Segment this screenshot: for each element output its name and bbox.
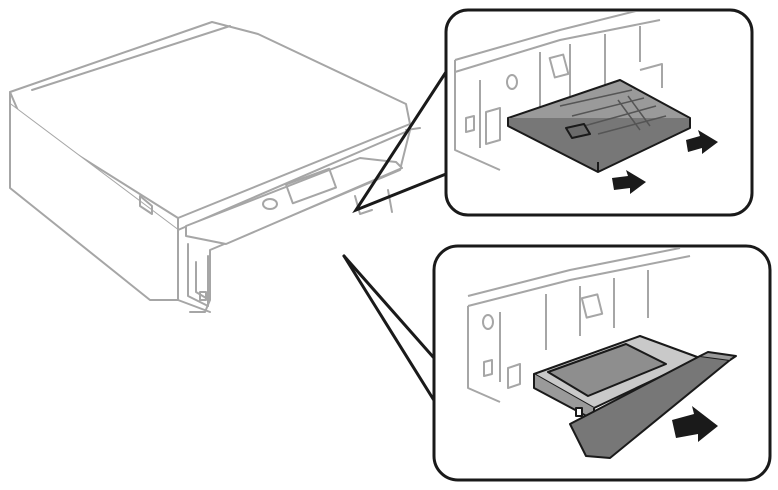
callout-bottom (432, 244, 772, 482)
panel-button (262, 198, 278, 210)
paper-stack (547, 343, 667, 397)
cassette-front-cover (569, 355, 731, 459)
arrow-icon (686, 130, 718, 154)
callout-top (444, 8, 754, 217)
control-panel (185, 157, 403, 245)
pull-arrows-top (612, 130, 718, 194)
printer (9, 21, 421, 313)
pointer-bottom (342, 254, 436, 360)
panel-screen (284, 167, 338, 205)
pointer-top (352, 70, 448, 214)
pull-arrows-bottom (672, 406, 718, 442)
arrow-icon (612, 170, 646, 194)
arrow-icon (672, 406, 718, 442)
callout-pointers (342, 70, 448, 412)
